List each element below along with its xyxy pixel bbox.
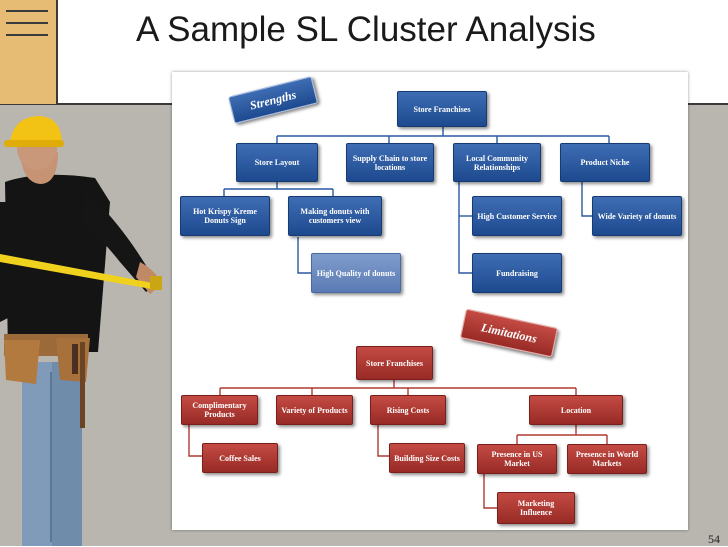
decorative-side-panel [0,0,58,104]
connector-lines [188,127,610,509]
fundraising-box: Fundraising [472,253,562,293]
product-niche-box: Product Niche [560,143,650,182]
us-market-box: Presence in US Market [477,444,557,474]
supply-chain-box: Supply Chain to store locations [346,143,434,182]
high-quality-box: High Quality of donuts [311,253,401,293]
world-markets-box: Presence in World Markets [567,444,647,474]
slide-title: A Sample SL Cluster Analysis [136,10,596,49]
community-relationships-box: Local Community Relationships [453,143,541,182]
strengths-root-box: Store Franchises [397,91,487,127]
high-customer-service-box: High Customer Service [472,196,562,236]
wide-variety-box: Wide Variety of donuts [592,196,682,236]
marketing-influence-box: Marketing Influence [497,492,575,524]
construction-worker-image [0,116,162,546]
complimentary-products-box: Complimentary Products [181,395,258,425]
variety-of-products-box: Variety of Products [276,395,353,425]
making-donuts-box: Making donuts with customers view [288,196,382,236]
krispy-kreme-sign-box: Hot Krispy Kreme Donuts Sign [180,196,270,236]
cluster-analysis-diagram: Strengths Store Franchises Store Layout … [172,72,688,530]
slide-number: 54 [708,532,720,546]
building-size-costs-box: Building Size Costs [389,443,465,473]
rising-costs-box: Rising Costs [370,395,446,425]
store-layout-box: Store Layout [236,143,318,182]
coffee-sales-box: Coffee Sales [202,443,278,473]
limitations-root-box: Store Franchises [356,346,433,380]
location-box: Location [529,395,623,425]
